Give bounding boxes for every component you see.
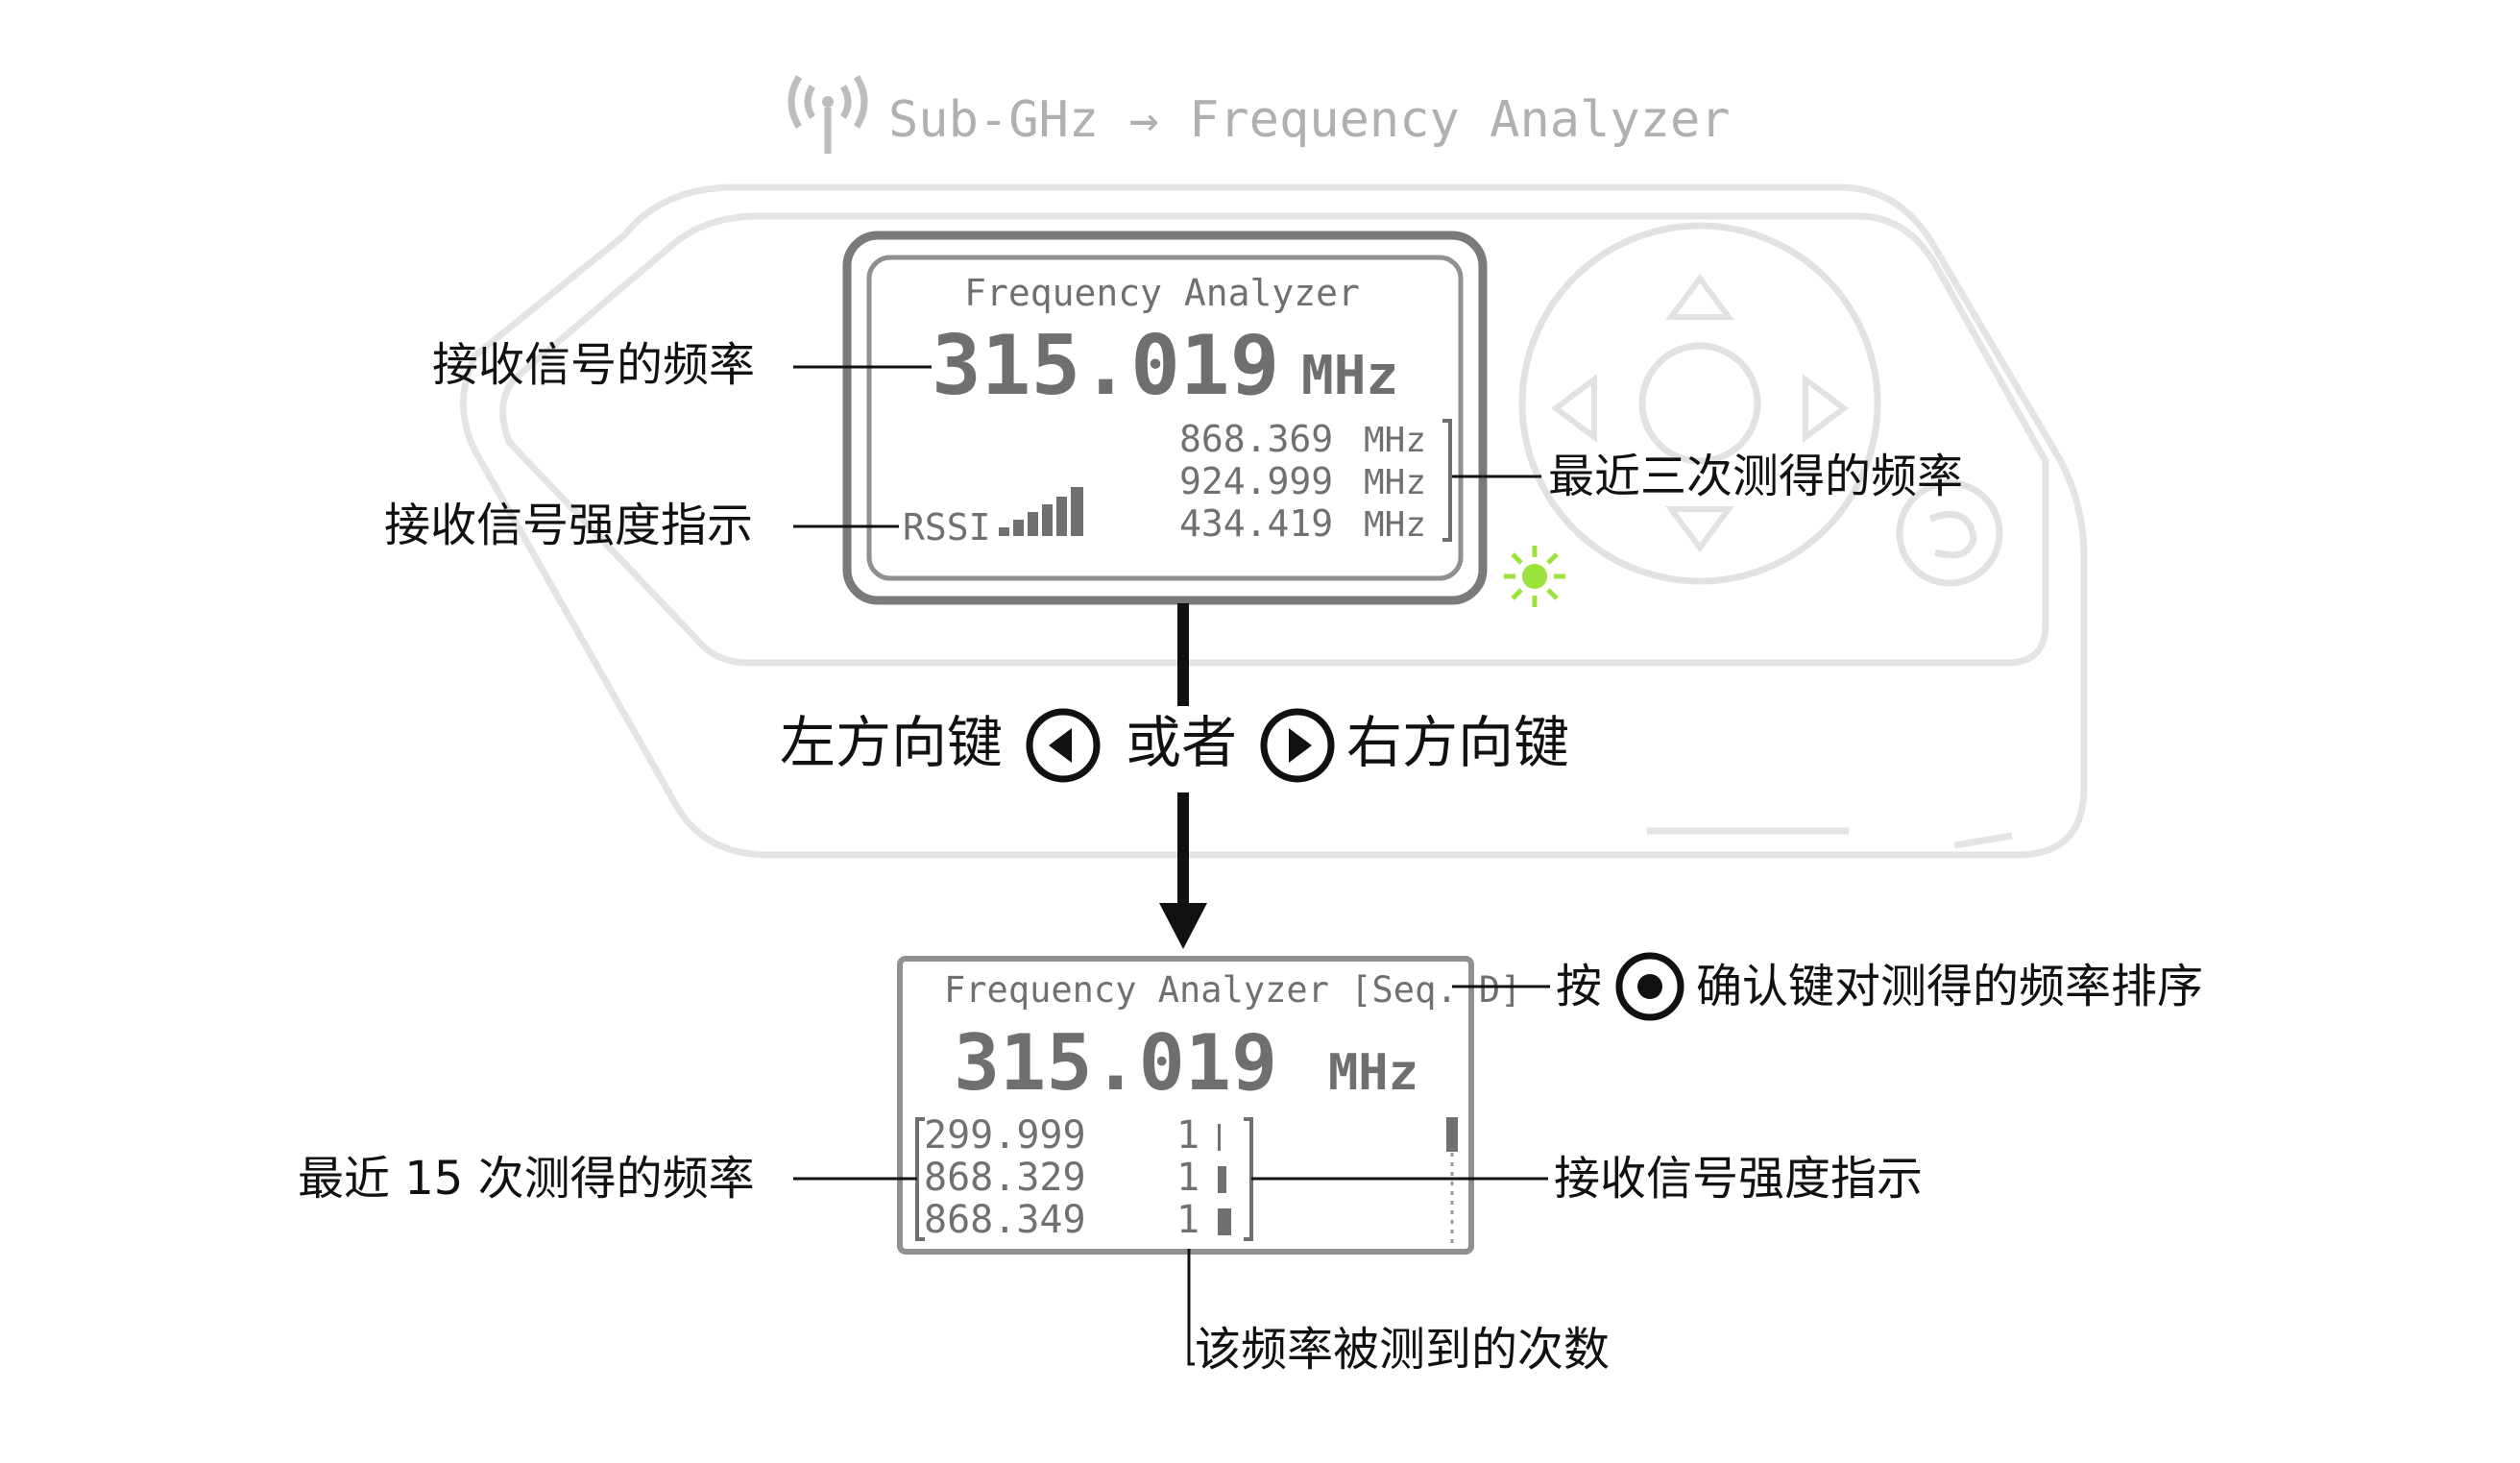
d-pad — [1518, 222, 1881, 585]
antenna-icon — [788, 75, 868, 154]
label-recent-three: 最近三次测得的频率 — [1548, 450, 1963, 503]
left-key-icon — [1026, 708, 1101, 783]
row-3-count: 1 — [1176, 1198, 1199, 1242]
left-arrow-icon — [1551, 374, 1597, 443]
row-3-freq: 868.349 — [924, 1198, 1086, 1242]
screen-1: Frequency Analyzer 315.019 MHz 868.369 M… — [842, 231, 1488, 605]
history-3-value: 434.419 — [1179, 502, 1333, 545]
down-arrow-icon — [1665, 506, 1734, 552]
led-icon — [1504, 546, 1565, 607]
history-1-unit: MHz — [1364, 421, 1426, 460]
row-2-rssi-bar — [1218, 1166, 1226, 1193]
back-button — [1896, 479, 2003, 587]
screen2-unit: MHz — [1328, 1044, 1418, 1102]
screen1-frequency: 315.019 — [932, 318, 1279, 414]
screen2-frequency: 315.019 — [954, 1018, 1277, 1108]
flow-arrow-head — [1159, 903, 1207, 949]
screen1-unit: MHz — [1301, 345, 1398, 407]
scrollbar-thumb — [1446, 1117, 1458, 1152]
history-3-unit: MHz — [1364, 505, 1426, 545]
device-body — [460, 183, 2088, 859]
label-recent-fifteen: 最近 15 次测得的频率 — [298, 1152, 755, 1206]
breadcrumb-text: Sub-GHz → Frequency Analyzer — [888, 91, 1731, 149]
history-2-value: 924.999 — [1179, 460, 1333, 502]
label-times-detected: 该频率被测到的次数 — [1195, 1323, 1610, 1377]
history-2-unit: MHz — [1364, 463, 1426, 502]
row-1-rssi-bar — [1218, 1124, 1221, 1151]
screen2-title: Frequency Analyzer [Seq. D] — [944, 969, 1521, 1011]
label-right-key: 右方向键 — [1346, 710, 1569, 775]
up-arrow-icon — [1665, 274, 1734, 320]
history-1-value: 868.369 — [1179, 418, 1333, 460]
row-2-freq: 868.329 — [924, 1156, 1086, 1200]
leader-times-detected — [1187, 1249, 1195, 1366]
rssi-label: RSSI — [903, 506, 991, 549]
rssi-bars-icon — [999, 487, 1083, 536]
label-press: 按 — [1556, 960, 1602, 1013]
label-sort-by-ok: 确认键对测得的频率排序 — [1696, 960, 2203, 1013]
screen-2: Frequency Analyzer [Seq. D] 315.019 MHz … — [897, 956, 1521, 1255]
row-3-rssi-bar — [1218, 1208, 1231, 1235]
row-1-count: 1 — [1176, 1113, 1199, 1158]
history-bracket — [1442, 419, 1452, 542]
label-or: 或者 — [1126, 710, 1237, 775]
right-arrow-icon — [1803, 374, 1849, 443]
label-received-frequency: 接收信号的频率 — [432, 338, 755, 392]
right-key-icon — [1260, 708, 1335, 783]
label-rssi-indicator-2: 接收信号强度指示 — [1554, 1152, 1923, 1206]
ok-key-icon — [1615, 952, 1684, 1021]
screen1-title: Frequency Analyzer — [964, 272, 1360, 314]
row-1-freq: 299.999 — [924, 1113, 1086, 1158]
label-rssi-indicator: 接收信号强度指示 — [384, 499, 753, 552]
row-2-count: 1 — [1176, 1156, 1199, 1200]
label-left-key: 左方向键 — [780, 710, 1003, 775]
